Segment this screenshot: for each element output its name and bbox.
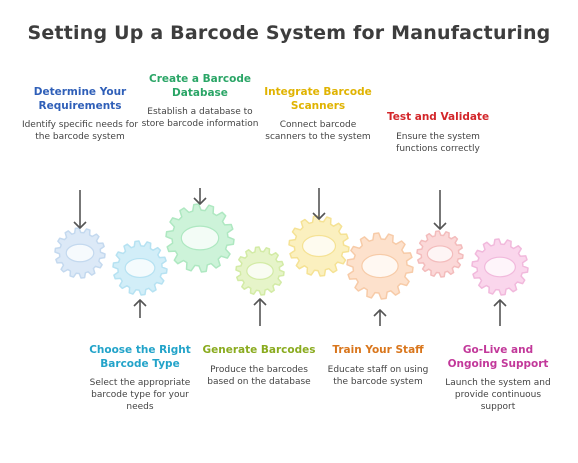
step-description: Connect barcode scanners to the system — [265, 120, 371, 142]
up-arrow-icon — [133, 299, 147, 318]
step-title: Determine Your Requirements — [33, 86, 127, 112]
step-description: Produce the barcodes based on the databa… — [207, 364, 311, 387]
gear-hub — [180, 225, 220, 251]
step-generate-barcodes: Generate Barcodes Produce the barcodes b… — [200, 344, 318, 388]
step-go-live-support: Go-Live and Ongoing Support Launch the s… — [439, 344, 557, 413]
gear-train — [346, 232, 414, 300]
step-title: Choose the Right Barcode Type — [89, 344, 191, 370]
gear-hub — [65, 243, 95, 263]
step-description: Establish a database to store barcode in… — [141, 107, 259, 129]
gear-choose — [112, 240, 168, 296]
gear-hub — [426, 245, 454, 263]
gear-golive — [471, 238, 529, 296]
step-create-database: Create a Barcode Database Establish a da… — [141, 73, 259, 130]
step-description: Select the appropriate barcode type for … — [89, 378, 191, 412]
gear-hub — [361, 253, 399, 279]
up-arrow-icon — [493, 299, 507, 326]
step-integrate-scanners: Integrate Barcode Scanners Connect barco… — [259, 86, 377, 143]
gear-determine — [54, 227, 106, 279]
step-title: Train Your Staff — [332, 344, 424, 356]
down-arrow-icon — [312, 188, 326, 220]
diagram-title: Setting Up a Barcode System for Manufact… — [27, 22, 551, 44]
step-choose-barcode-type: Choose the Right Barcode Type Select the… — [81, 344, 199, 413]
step-description: Ensure the system functions correctly — [396, 131, 480, 154]
gear-create — [165, 203, 235, 273]
step-title: Integrate Barcode Scanners — [264, 86, 372, 112]
step-title: Generate Barcodes — [202, 344, 316, 356]
gear-hub — [246, 262, 274, 281]
gear-integrate — [288, 215, 350, 277]
step-description: Educate staff on using the barcode syste… — [327, 364, 429, 387]
gear-hub — [301, 234, 337, 258]
down-arrow-icon — [193, 188, 207, 205]
step-description: Identify specific needs for the barcode … — [21, 120, 139, 142]
step-title: Test and Validate — [386, 111, 490, 123]
up-arrow-icon — [253, 298, 267, 326]
step-test-validate: Test and Validate Ensure the system func… — [379, 111, 497, 155]
step-train-staff: Train Your Staff Educate staff on using … — [319, 344, 437, 388]
up-arrow-icon — [373, 309, 387, 326]
gear-hub — [124, 257, 156, 279]
gear-test — [416, 230, 464, 278]
step-title: Create a Barcode Database — [149, 73, 251, 99]
down-arrow-icon — [73, 190, 87, 229]
gear-hub — [484, 256, 517, 278]
step-determine-requirements: Determine Your Requirements Identify spe… — [21, 86, 139, 143]
gear-generate — [235, 246, 285, 296]
step-description: Launch the system and provide continuous… — [445, 378, 551, 412]
down-arrow-icon — [433, 190, 447, 230]
step-title: Go-Live and Ongoing Support — [447, 344, 549, 370]
